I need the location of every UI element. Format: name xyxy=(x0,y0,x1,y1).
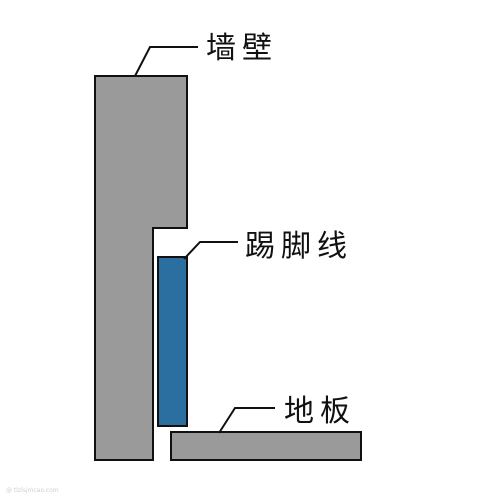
skirting-shape xyxy=(157,256,188,427)
floor-label: 地板 xyxy=(284,394,356,429)
wall-shape xyxy=(94,75,188,461)
watermark-text: @ tlzlsjmcao.com xyxy=(6,487,59,494)
skirting-leader-line xyxy=(183,241,238,260)
wall-label: 墙壁 xyxy=(206,31,278,66)
wall-leader-line xyxy=(134,46,198,77)
floor-shape xyxy=(170,431,362,461)
floor-leader-line xyxy=(218,407,275,434)
skirting-label: 踢脚线 xyxy=(245,229,353,264)
